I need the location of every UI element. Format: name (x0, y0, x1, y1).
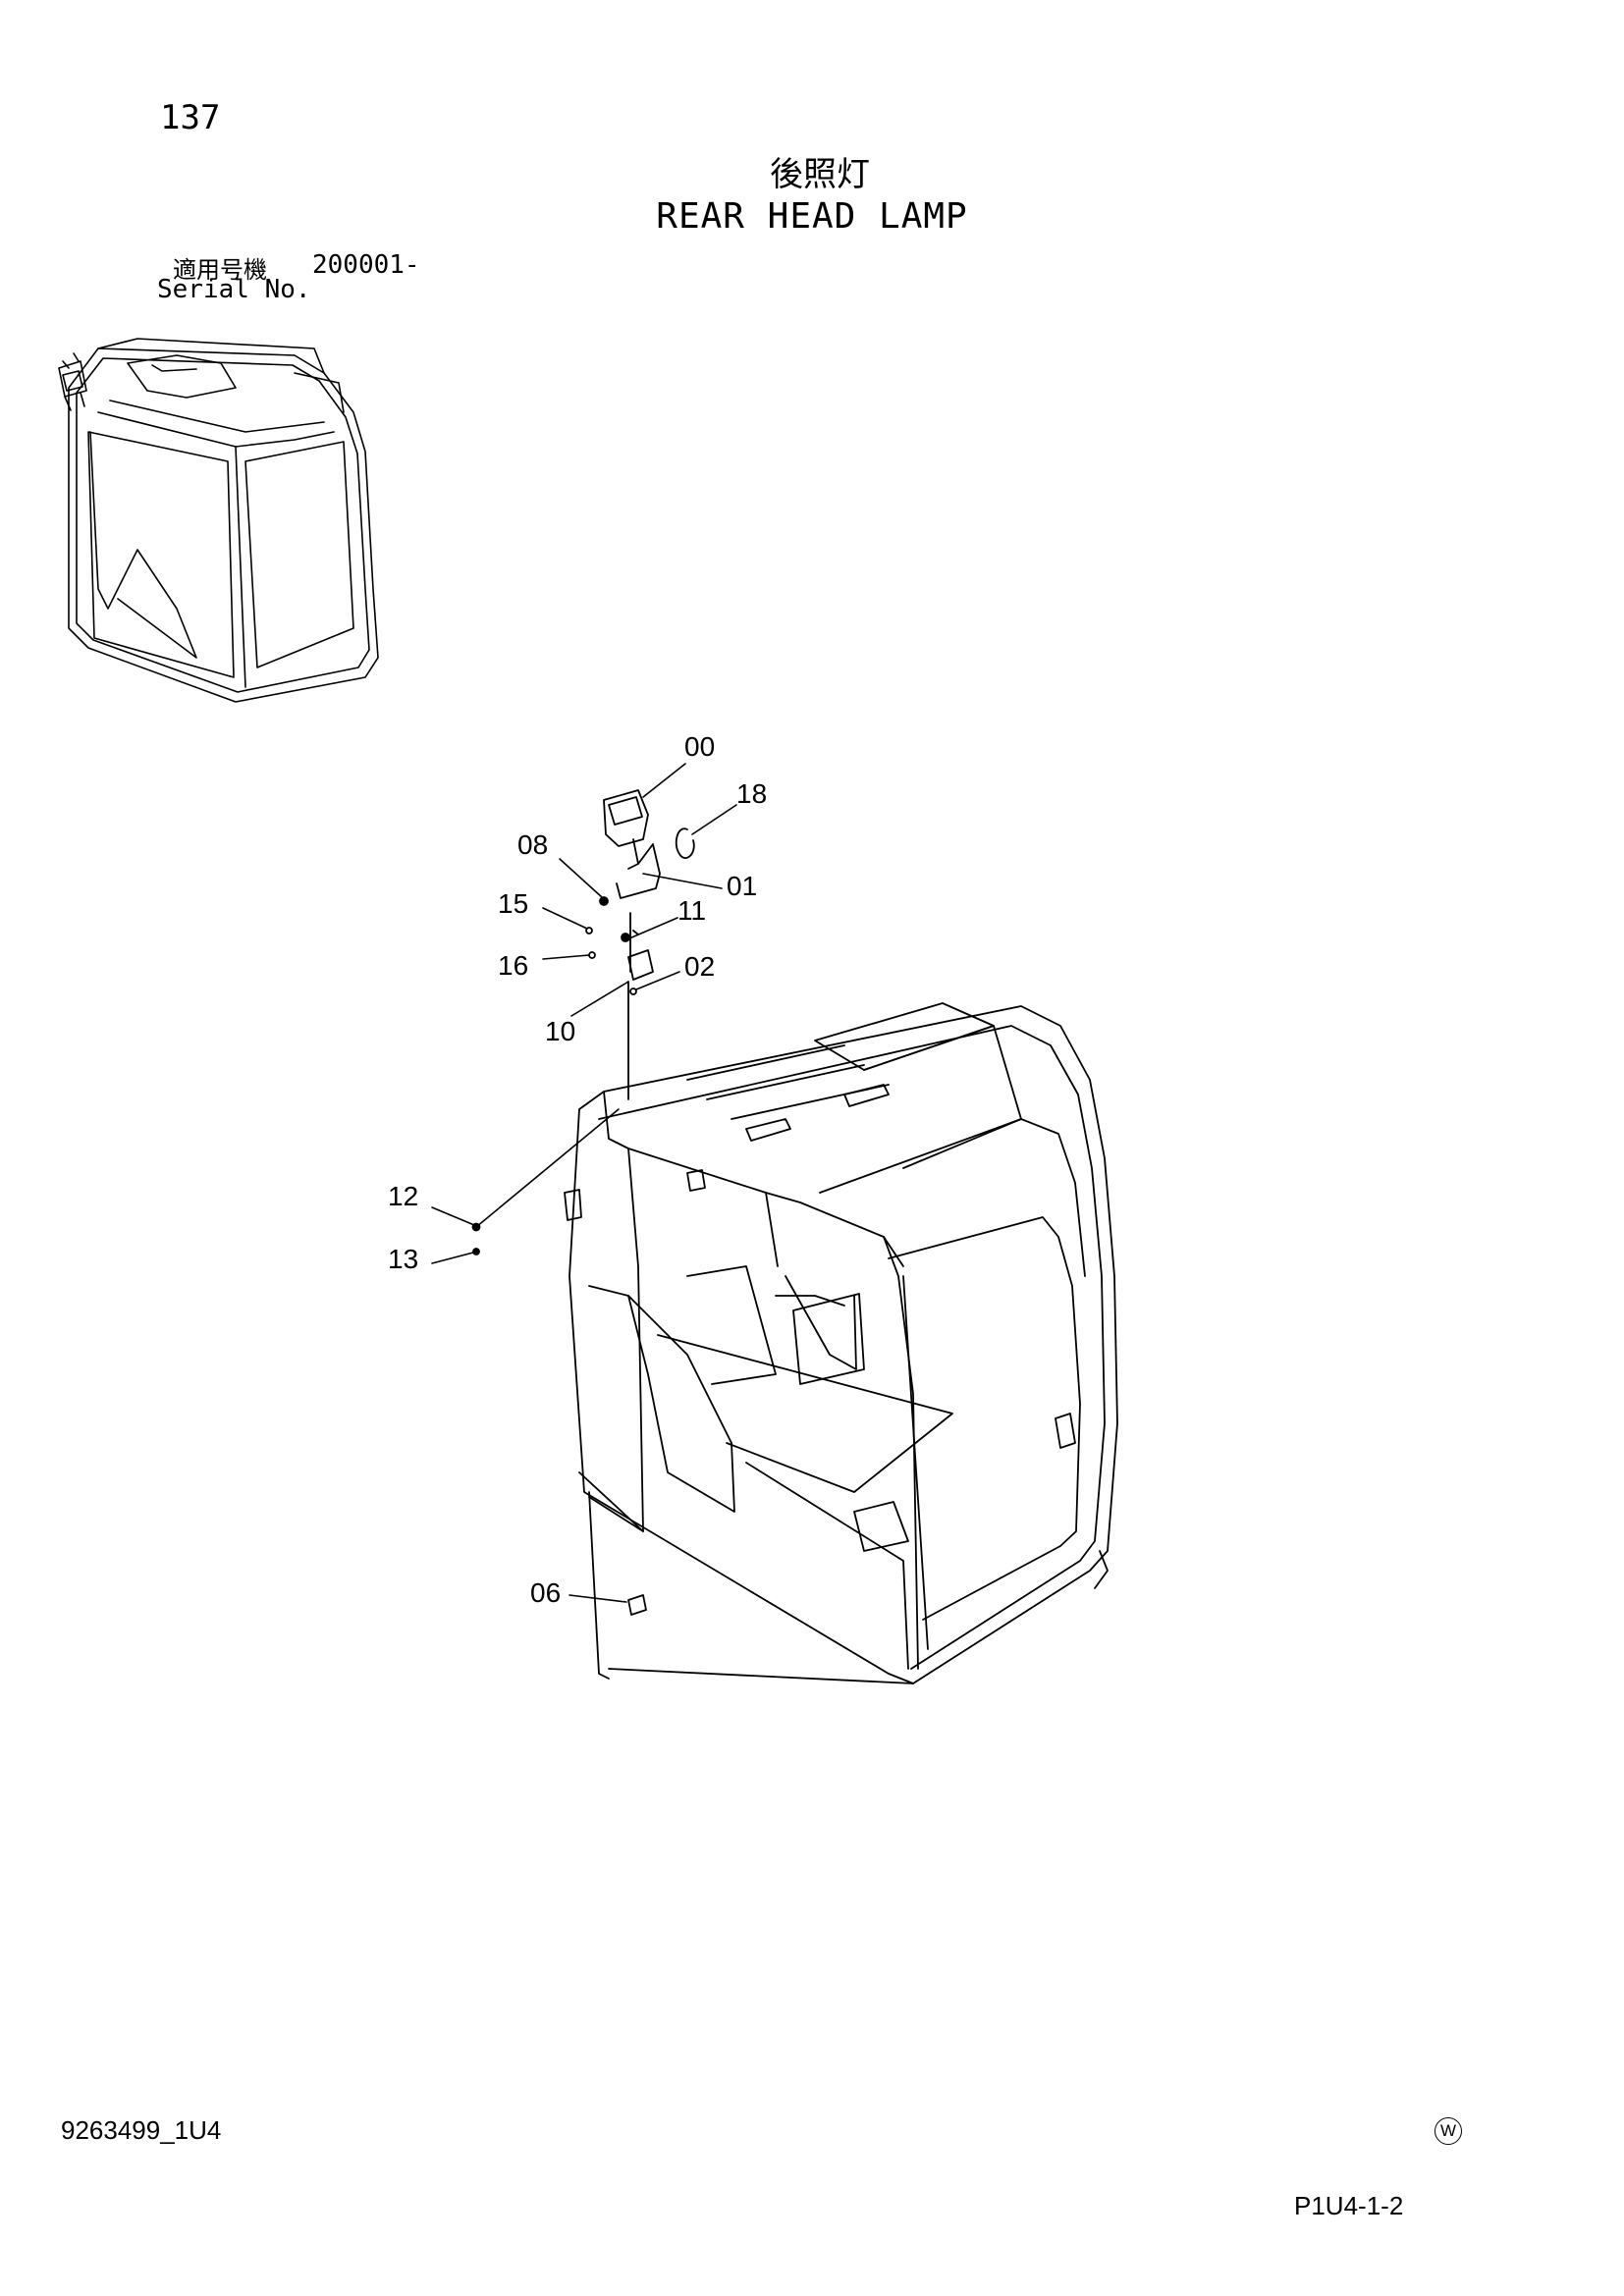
title-japanese: 後照灯 (770, 155, 870, 194)
callout-02: 02 (684, 951, 715, 982)
callout-01: 01 (727, 871, 757, 901)
callout-13: 13 (388, 1244, 418, 1274)
callout-08: 08 (517, 829, 548, 860)
callout-11: 11 (677, 895, 706, 926)
callout-06: 06 (530, 1577, 561, 1608)
clip-06 (627, 1594, 647, 1616)
page-number: 137 (160, 98, 221, 137)
document-number: 9263499_1U4 (61, 2115, 222, 2145)
leader-lines (431, 763, 737, 1603)
cab-frame (564, 1002, 1118, 1684)
callout-18: 18 (736, 778, 767, 809)
serial-number-value: 200001- (312, 250, 420, 280)
callout-10: 10 (545, 1016, 575, 1046)
lamp-bracket (616, 843, 661, 899)
serial-label-english: Serial No. (157, 275, 311, 304)
callouts: 00 18 08 01 15 11 16 02 10 12 13 06 (388, 731, 767, 1608)
callout-15: 15 (498, 888, 528, 919)
mounting-stay (627, 949, 654, 981)
circled-w-mark: W (1435, 2117, 1462, 2145)
callout-00: 00 (684, 731, 715, 762)
title-english: REAR HEAD LAMP (656, 196, 968, 237)
page-code: P1U4-1-2 (1294, 2191, 1404, 2220)
callout-16: 16 (498, 950, 528, 981)
serial-label-japanese: 適用号機 (173, 256, 267, 284)
callout-12: 12 (388, 1181, 418, 1211)
reference-cab-thumbnail (58, 338, 379, 703)
harness-loop (675, 828, 695, 859)
rear-head-lamp (603, 789, 649, 847)
